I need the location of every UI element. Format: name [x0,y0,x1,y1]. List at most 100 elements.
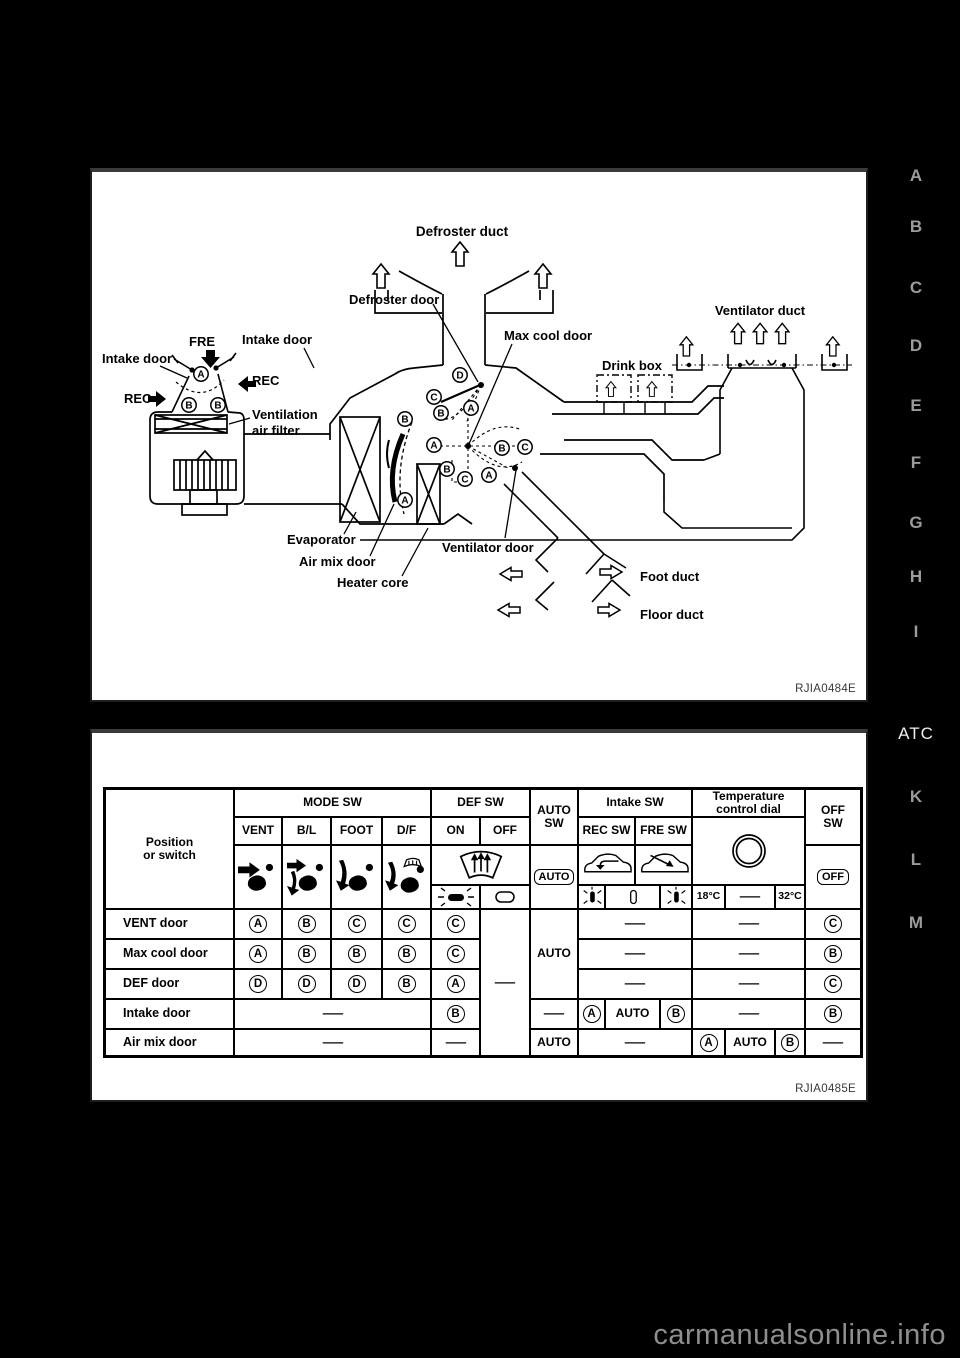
auto-sw-line1: AUTO [537,802,571,817]
section-tab-atc-current: ATC [898,724,934,743]
svg-text:B: B [214,401,221,412]
figure-switch-table: Position or switch MODE SW DEF SW AUTO S… [90,729,868,1102]
cell: — [692,999,805,1029]
cell: — [805,1029,861,1056]
col-header-fre-sw: FRE SW [635,817,692,845]
col-header-mode-sw: MODE SW [234,789,431,817]
row-label-max-cool-door: Max cool door [105,939,234,969]
temp-line1: Temperature [712,789,785,803]
cell: — [578,969,692,999]
row-label-intake-door: Intake door [105,999,234,1029]
svg-text:A: A [467,404,474,415]
temp-range-dash: — [725,885,775,909]
label-foot-duct: Foot duct [640,569,700,584]
label-ventilator-door: Ventilator door [442,540,534,555]
svg-text:A: A [401,496,408,507]
section-tab-f: F [910,453,922,472]
col-header-foot: FOOT [331,817,382,845]
section-tab-h: H [909,567,923,586]
door-linkage [432,303,525,539]
cell: B [805,939,861,969]
svg-text:B: B [401,415,408,426]
temp-min-label: 18°C [692,885,725,909]
col-header-df: D/F [382,817,431,845]
col-header-off-sw: OFF SW [805,789,861,845]
right-arrow-icon [148,391,166,407]
label-vent-filter-1: Ventilation [252,407,318,422]
evaporator-heater [339,416,441,525]
left-duct-arrow-icon [499,566,523,582]
col-header-vent: VENT [234,817,282,845]
cell: AUTO [605,999,660,1029]
cell: B [282,939,331,969]
label-air-mix-door: Air mix door [299,554,376,569]
label-intake-door-right: Intake door [242,332,312,347]
svg-text:A: A [197,370,204,381]
cell: B [660,999,692,1029]
cell: AUTO [530,1029,578,1056]
label-fre: FRE [189,334,215,349]
col-header-def-sw: DEF SW [431,789,530,817]
label-defroster-door: Defroster door [349,292,439,307]
cell: B [805,999,861,1029]
door-position-table: Position or switch MODE SW DEF SW AUTO S… [103,787,863,1058]
label-ventilator-duct: Ventilator duct [715,303,806,318]
svg-text:B: B [443,465,450,476]
svg-text:C: C [461,475,468,486]
cell: C [331,909,382,939]
section-tab-c: C [909,278,923,297]
cell-def-off-merged: — [480,909,530,1056]
cell: — [234,1029,431,1056]
svg-text:C: C [430,393,437,404]
figure-ref-code: RJIA0484E [795,683,856,695]
right-duct-arrow-icon [599,564,623,580]
door-position-letters: A B B B A D C B A A B C B C A [181,366,533,508]
cell: — [431,1029,480,1056]
hvac-diagram: Defroster duct FRE Intake door Intake do… [102,224,852,622]
col-header-intake-sw: Intake SW [578,789,692,817]
watermark-link[interactable]: carmanualsonline.info [653,1319,946,1351]
label-vent-filter-2: air filter [252,423,300,438]
section-tab-a: A [909,166,923,185]
cell: — [530,999,578,1029]
foot-mode-icon [331,845,382,909]
svg-text:D: D [456,371,463,382]
rec-indicator-icon [578,885,605,909]
foot-floor-ducts: Foot duct Floor duct [497,471,704,622]
cell: C [431,909,480,939]
ventilator-duct-assembly: Ventilator duct [360,303,852,541]
svg-text:A: A [430,441,437,452]
cell: B [775,1029,805,1056]
row-label-air-mix-door: Air mix door [105,1029,234,1056]
right-duct-arrow-icon [597,602,621,618]
cell: A [234,939,282,969]
label-defroster-duct: Defroster duct [416,224,509,239]
cell: C [431,939,480,969]
cell: A [692,1029,725,1056]
up-arrow-icon [451,241,469,267]
cell: B [382,969,431,999]
up-arrow-icon [534,263,552,289]
intake-blower-assembly: FRE Intake door Intake door REC REC [102,332,342,516]
auto-sw-line2: SW [544,816,564,830]
figure-ref-code: RJIA0485E [795,1083,856,1095]
svg-text:B: B [498,444,505,455]
def-indicator-on-icon [431,885,480,909]
row-label-vent-door: VENT door [105,909,234,939]
off-button-icon: OFF [805,845,861,909]
cell-auto-merged: AUTO [530,909,578,999]
temp-dial-icon [692,817,805,885]
col-header-rec-sw: REC SW [578,817,635,845]
down-arrow-icon [201,350,220,368]
off-button-label: OFF [817,868,849,886]
def-indicator-off-icon [480,885,530,909]
fresh-air-car-icon [635,845,692,885]
label-max-cool-door: Max cool door [504,328,592,343]
cell: AUTO [725,1029,775,1056]
cell: — [692,909,805,939]
label-drink-box: Drink box [602,358,663,373]
section-tab-g: G [909,513,923,532]
bilevel-mode-icon [282,845,331,909]
fre-indicator-icon [660,885,692,909]
